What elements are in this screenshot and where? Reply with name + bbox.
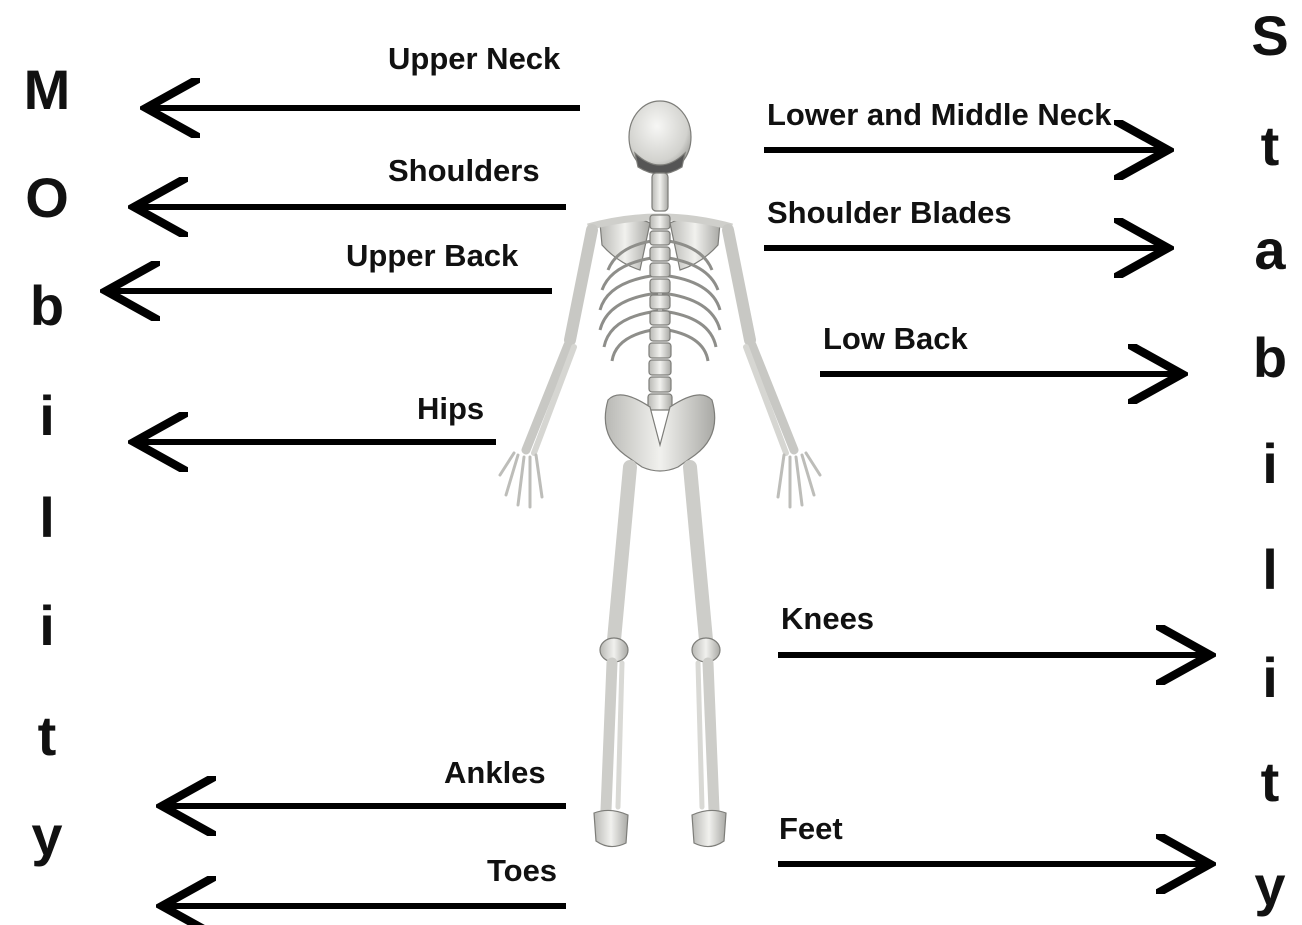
spine	[648, 215, 672, 410]
right-arm	[728, 230, 820, 507]
skeleton-illustration	[490, 95, 830, 860]
left-arm	[500, 230, 592, 507]
left-leg	[594, 467, 630, 847]
right-leg	[690, 467, 726, 847]
